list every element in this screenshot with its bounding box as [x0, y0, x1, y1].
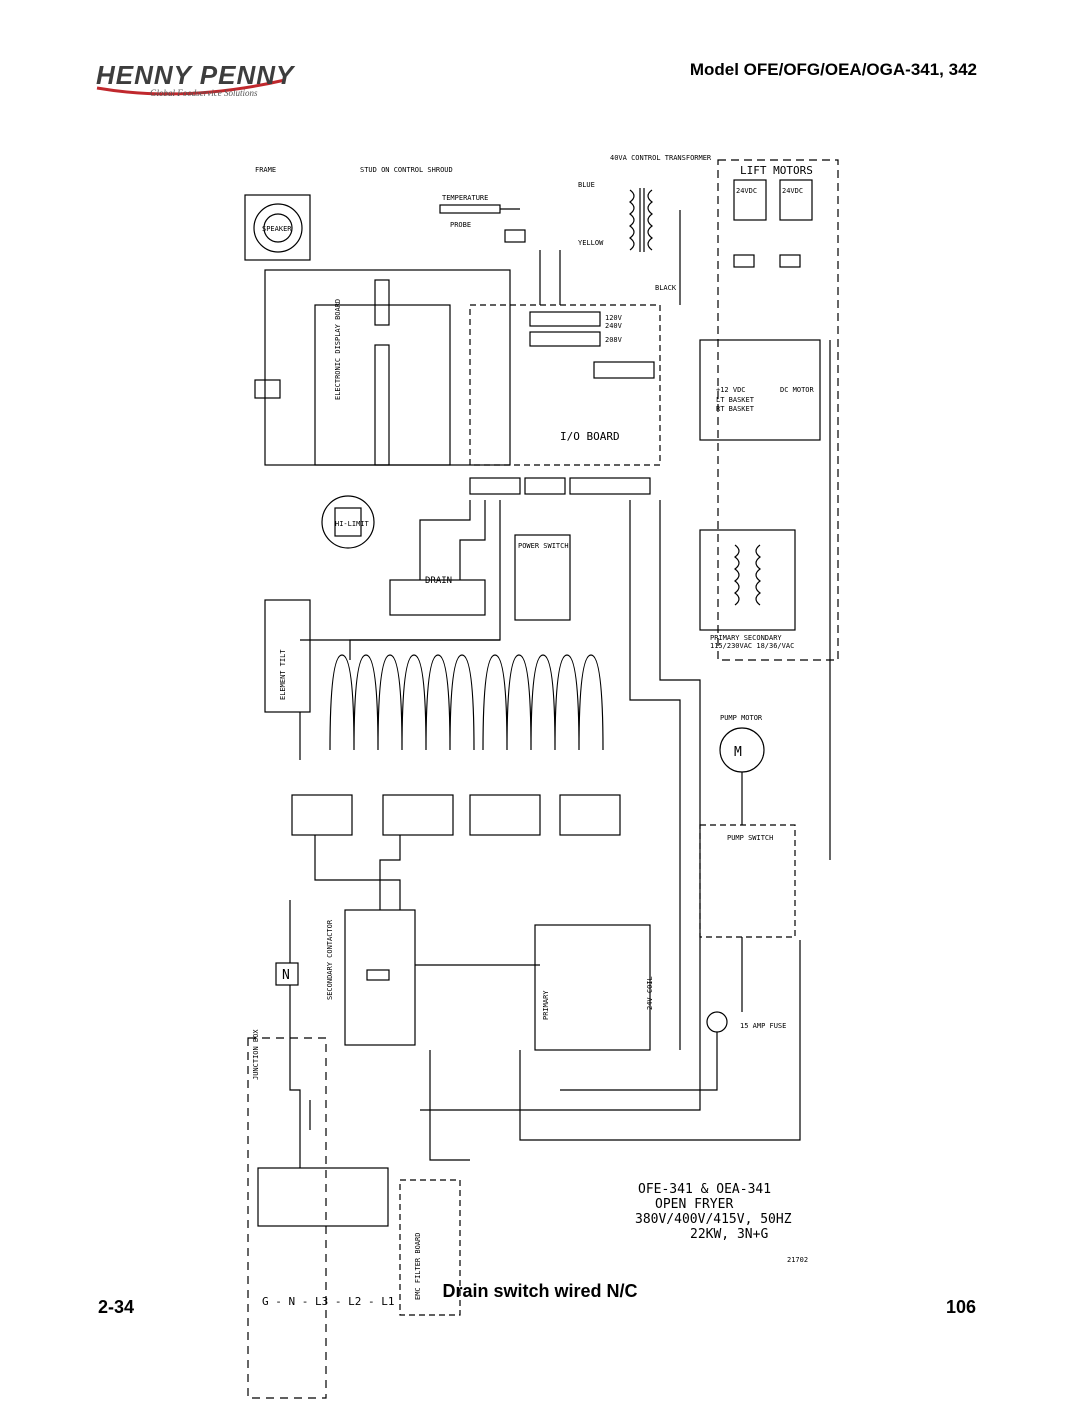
contactors: [291, 794, 621, 836]
volt-208-label: 208V: [605, 336, 623, 344]
motor-m-label: M: [734, 745, 742, 760]
title-line-4: 22KW, 3N+G: [690, 1227, 768, 1242]
neutral-label: N: [282, 968, 290, 983]
coil-label: 24V COIL: [646, 976, 654, 1010]
hi-limit: HI-LIMIT: [321, 495, 375, 549]
power-switch-label: POWER SWITCH: [518, 542, 569, 550]
fuse-label: 15 AMP FUSE: [740, 1022, 786, 1030]
rt-basket-label: RT BASKET: [716, 405, 755, 413]
secondary-contactor: SECONDARY CONTACTOR: [326, 909, 416, 1046]
speaker-label: SPEAKER: [262, 225, 292, 233]
heating-elements: [329, 654, 604, 751]
logo-name: HENNY PENNY: [96, 60, 295, 90]
drawing-number: 21702: [787, 1256, 808, 1264]
drain-label: DRAIN: [425, 576, 452, 586]
blue-wire-label: BLUE: [578, 181, 595, 189]
temperature-label: TEMPERATURE: [442, 194, 488, 202]
fuse: 15 AMP FUSE: [706, 1011, 786, 1033]
dc-motor-control-board: +12 VDC LT BASKET RT BASKET DC MOTOR: [699, 339, 821, 441]
right-motor-label: 24VDC: [782, 187, 803, 195]
primary-label: PRIMARY: [542, 990, 550, 1020]
speaker: SPEAKER: [244, 194, 311, 261]
electronic-display-board: ELECTRONIC DISPLAY BOARD: [314, 279, 451, 466]
dc-board-label: DC MOTOR: [780, 386, 815, 394]
plus12-label: +12 VDC: [716, 386, 746, 394]
title-block: OFE-341 & OEA-341 OPEN FRYER 380V/400V/4…: [635, 1182, 808, 1264]
neutral-terminal: N: [275, 962, 299, 986]
pump-motor-label: PUMP MOTOR: [720, 714, 763, 722]
figure-caption: Drain switch wired N/C: [442, 1281, 638, 1301]
pump-motor: PUMP MOTOR M PUMP SWITCH: [699, 714, 796, 938]
element-tilt: ELEMENT TILT: [264, 599, 311, 713]
model-title: Model OFE/OFG/OEA/OGA-341, 342: [689, 60, 977, 79]
secondary-contactor-label: SECONDARY CONTACTOR: [326, 919, 334, 1000]
henny-penny-logo: [95, 58, 295, 108]
stud-shroud-label: STUD ON CONTROL SHROUD: [360, 166, 453, 174]
element-tilt-label: ELEMENT TILT: [279, 649, 287, 700]
title-line-2: OPEN FRYER: [655, 1197, 733, 1212]
volt-ranges-label: 115/230VAC 18/36/VAC: [710, 642, 794, 650]
lift-motors-label: LIFT MOTORS: [740, 164, 813, 177]
drain-switch: DRAIN: [389, 576, 486, 616]
primary-contactor: PRIMARY 24V COIL: [534, 924, 654, 1051]
title-line-1: OFE-341 & OEA-341: [638, 1182, 771, 1197]
autolift-transformer: PRIMARY SECONDARY 115/230VAC 18/36/VAC: [699, 529, 796, 650]
transformer-label: 40VA CONTROL TRANSFORMER: [610, 154, 712, 162]
junction-box: JUNCTION BOX: [247, 1029, 389, 1399]
io-board: I/O BOARD 120V 240V 208V: [469, 304, 661, 495]
display-board-label: ELECTRONIC DISPLAY BOARD: [334, 299, 342, 400]
logo-swoosh-icon: [96, 78, 286, 96]
logo-tagline: Global Foodservice Solutions: [150, 88, 258, 98]
title-line-3: 380V/400V/415V, 50HZ: [635, 1212, 792, 1227]
control-transformer: 40VA CONTROL TRANSFORMER BLUE YELLOW BLA…: [578, 154, 712, 292]
terminal-labels: G - N - L3 - L2 - L1: [262, 1295, 394, 1308]
page-number: 106: [946, 1297, 977, 1317]
primary-secondary-label: PRIMARY SECONDARY: [710, 634, 782, 642]
probe-label: PROBE: [450, 221, 471, 229]
left-motor-label: 24VDC: [736, 187, 757, 195]
emc-filter-board: EMC FILTER BOARD: [399, 1179, 461, 1316]
page-section-number: 2-34: [98, 1297, 135, 1317]
lt-basket-label: LT BASKET: [716, 396, 755, 404]
volt-120-label: 120V: [605, 314, 623, 322]
wiring: [289, 210, 831, 1168]
temperature-probe: TEMPERATURE PROBE: [439, 194, 526, 243]
junction-box-label: JUNCTION BOX: [252, 1029, 260, 1080]
hi-limit-label: HI-LIMIT: [335, 520, 370, 528]
io-board-label: I/O BOARD: [560, 430, 620, 443]
volt-240-label: 240V: [605, 322, 623, 330]
power-switch: POWER SWITCH: [514, 534, 571, 621]
yellow-wire-label: YELLOW: [578, 239, 604, 247]
frame-label: FRAME: [255, 166, 276, 174]
lift-motors: LIFT MOTORS 24VDC 24VDC: [717, 159, 839, 661]
pump-switch-label: PUMP SWITCH: [727, 834, 773, 842]
black-wire-label: BLACK: [655, 284, 677, 292]
wiring-diagram: SPEAKER FRAME STUD ON CONTROL SHROUD TEM…: [244, 154, 839, 1399]
emc-filter-label: EMC FILTER BOARD: [414, 1233, 422, 1300]
